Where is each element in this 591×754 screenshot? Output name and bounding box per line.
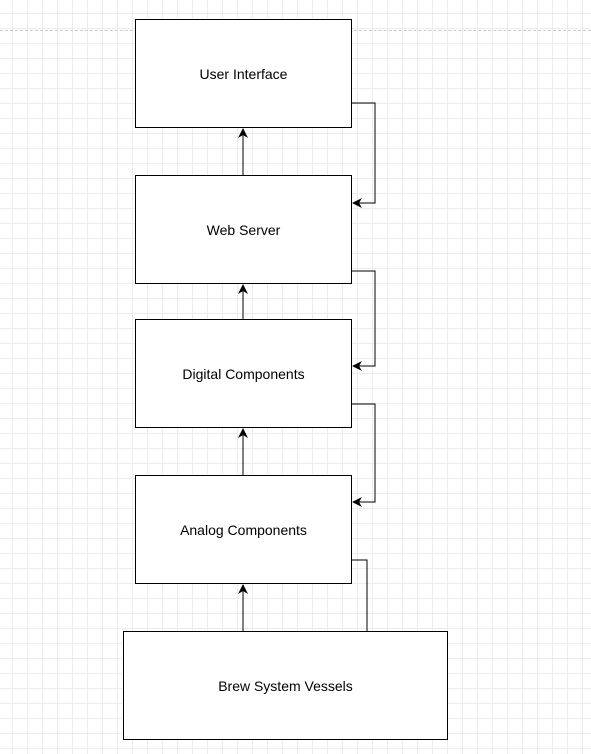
node-label: Analog Components	[180, 521, 307, 538]
node-label: User Interface	[199, 65, 288, 82]
node-brew-system-vessels[interactable]: Brew System Vessels	[123, 631, 448, 740]
node-label: Web Server	[206, 221, 281, 238]
node-user-interface[interactable]: User Interface	[135, 19, 352, 128]
node-label: Digital Components	[182, 365, 305, 382]
node-digital-components[interactable]: Digital Components	[135, 319, 352, 428]
node-web-server[interactable]: Web Server	[135, 175, 352, 284]
edge-ui-to-web[interactable]	[352, 102, 376, 208]
node-analog-components[interactable]: Analog Components	[135, 475, 352, 584]
edge-web-to-digital[interactable]	[352, 270, 376, 371]
edge-digital-to-analog[interactable]	[352, 403, 376, 507]
edge-analog-to-vessels[interactable]	[352, 559, 372, 642]
node-label: Brew System Vessels	[218, 677, 353, 694]
